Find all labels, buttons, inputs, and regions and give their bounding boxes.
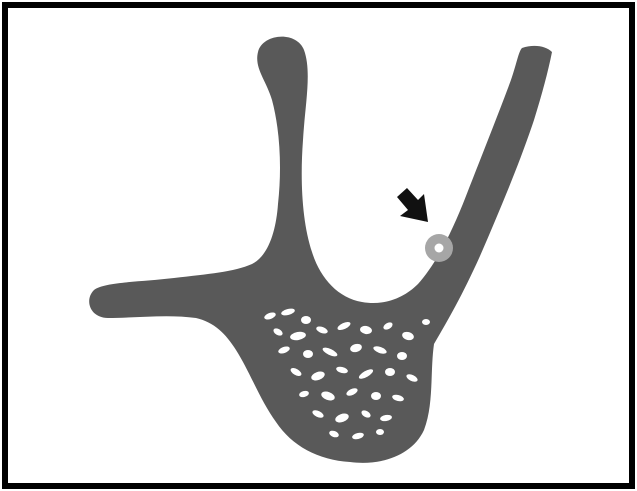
cavity bbox=[303, 350, 313, 358]
main-shape bbox=[89, 37, 552, 463]
cavity bbox=[385, 368, 395, 376]
cavity bbox=[301, 316, 311, 324]
marker-center bbox=[435, 244, 444, 253]
cavity bbox=[376, 429, 384, 435]
cavity bbox=[397, 352, 407, 360]
pointer-arrow bbox=[397, 188, 428, 222]
marker bbox=[425, 234, 453, 262]
cavity bbox=[422, 319, 430, 325]
cavity bbox=[371, 392, 381, 400]
